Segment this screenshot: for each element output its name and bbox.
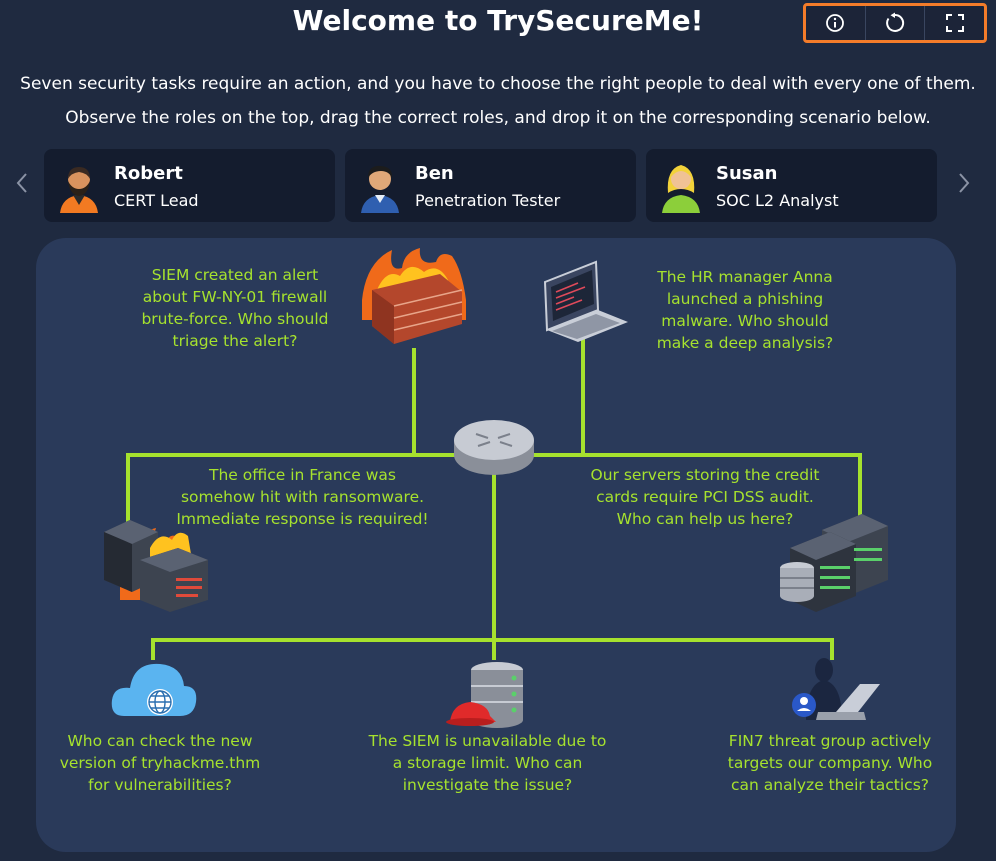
scenario-pci-dropzone[interactable]: Our servers storing the credit cards req… (570, 464, 840, 530)
scenario-ransomware-dropzone[interactable]: The office in France was somehow hit wit… (160, 464, 445, 530)
role-title: Penetration Tester (415, 191, 561, 210)
scenario-text: investigate the issue? (402, 776, 573, 794)
reset-button[interactable] (866, 6, 926, 40)
scenario-text: The SIEM is unavailable due to (368, 732, 607, 750)
router-icon (454, 420, 534, 475)
role-card-robert[interactable]: Robert CERT Lead (44, 149, 335, 222)
role-name: Robert (114, 163, 183, 184)
scenario-phishing-dropzone[interactable]: The HR manager Anna launched a phishing … (640, 266, 850, 354)
refresh-icon (886, 12, 905, 32)
scenario-text: targets our company. Who (727, 754, 933, 772)
avatar (662, 165, 700, 213)
scenario-text: cards require PCI DSS audit. (596, 488, 814, 506)
laptop-icon (543, 260, 628, 342)
chevron-right-icon (959, 173, 970, 193)
fullscreen-icon (945, 14, 964, 32)
database-icon (446, 662, 523, 728)
avatar (361, 165, 399, 213)
scenario-text: Immediate response is required! (176, 510, 429, 528)
scenario-text: brute-force. Who should (141, 310, 329, 328)
scenario-website-dropzone[interactable]: Who can check the new version of tryhack… (50, 730, 270, 796)
scenario-text: launched a phishing (666, 290, 824, 308)
info-button[interactable] (806, 6, 866, 40)
firewall-icon (362, 248, 466, 344)
scenario-text: somehow hit with ransomware. (180, 488, 425, 506)
role-title: CERT Lead (114, 191, 199, 210)
scenario-text: Who can check the new (67, 732, 253, 750)
scenario-text: for vulnerabilities? (88, 776, 232, 794)
carousel-prev-button[interactable] (16, 172, 28, 200)
carousel-next-button[interactable] (958, 172, 970, 200)
scenario-fin7-dropzone[interactable]: FIN7 threat group actively targets our c… (715, 730, 945, 796)
role-card-susan[interactable]: Susan SOC L2 Analyst (646, 149, 937, 222)
role-name: Ben (415, 163, 454, 184)
chevron-left-icon (16, 173, 27, 193)
scenario-siem-dropzone[interactable]: The SIEM is unavailable due to a storage… (355, 730, 620, 796)
scenario-text: malware. Who should (661, 312, 829, 330)
intro-text-line2: Observe the roles on the top, drag the c… (65, 108, 931, 128)
toolbar (803, 3, 987, 43)
cloud-globe-icon (111, 663, 197, 716)
scenario-text: can analyze their tactics? (730, 776, 930, 794)
connection-lines (126, 328, 862, 660)
burning-servers-icon (104, 520, 208, 612)
scenario-text: Who can help us here? (616, 510, 794, 528)
role-title: SOC L2 Analyst (716, 191, 839, 210)
scenario-text: triage the alert? (172, 332, 298, 350)
avatar (60, 167, 98, 213)
scenario-text: about FW-NY-01 firewall (142, 288, 328, 306)
scenario-text: version of tryhackme.thm (59, 754, 261, 772)
fullscreen-button[interactable] (925, 6, 984, 40)
scenario-firewall-dropzone[interactable]: SIEM created an alert about FW-NY-01 fir… (120, 264, 350, 352)
page-title: Welcome to TrySecureMe! (292, 4, 704, 37)
scenario-text: The HR manager Anna (657, 268, 833, 286)
scenario-text: FIN7 threat group actively (728, 732, 932, 750)
scenario-text: SIEM created an alert (151, 266, 319, 284)
role-name: Susan (716, 163, 778, 184)
role-card-ben[interactable]: Ben Penetration Tester (345, 149, 636, 222)
scenario-text: a storage limit. Who can (392, 754, 583, 772)
scenario-text: Our servers storing the credit (590, 466, 820, 484)
server-rack-icon (780, 514, 888, 612)
intro-text-line1: Seven security tasks require an action, … (20, 74, 976, 94)
hacker-icon (792, 658, 880, 720)
scenario-text: make a deep analysis? (656, 334, 834, 352)
info-icon (826, 14, 845, 32)
scenario-text: The office in France was (209, 466, 396, 484)
